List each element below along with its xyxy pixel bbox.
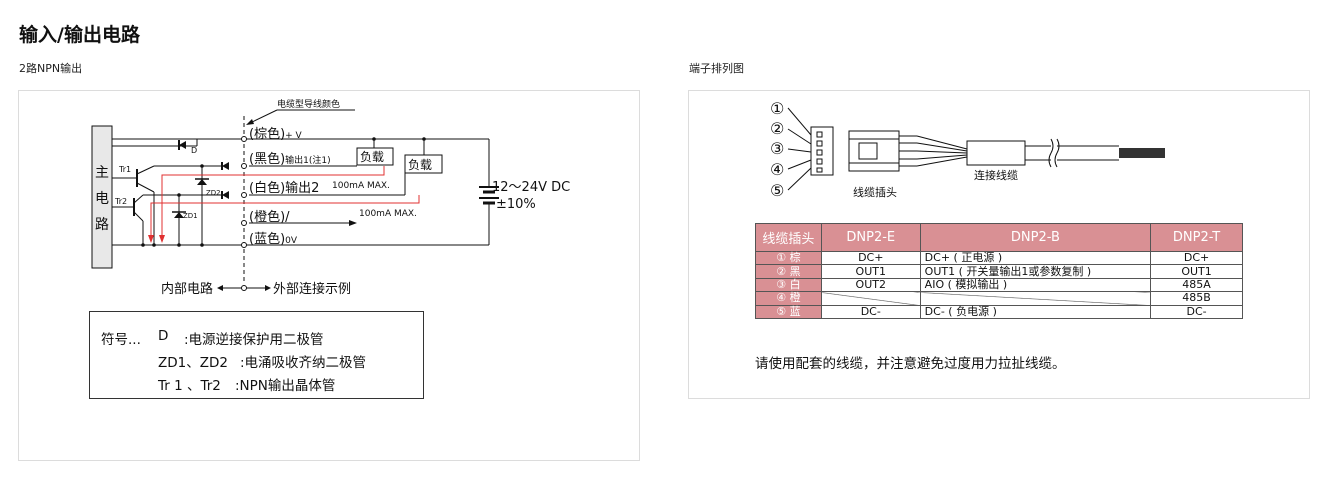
wire-label-black: (黑色)输出1(注1) [249,151,331,167]
zd1-label: ZD1 [183,212,198,220]
supply-tolerance-label: ±10% [496,197,536,212]
header-dnp2-b: DNP2-B [919,223,1152,252]
zener-zd2 [197,179,207,185]
table-cell: AIO ( 模拟输出 ) [919,277,1152,293]
terminal-white [241,192,247,198]
wire-label-blue: (蓝色)0V [249,231,298,247]
table-row: ① 棕 DC+ DC+ ( 正电源 ) DC+ [755,250,1243,266]
right-panel-label: 端子排列图 [689,62,744,75]
terminal-panel: ① ② ③ ④ ⑤ [688,90,1310,399]
table-row: ⑤ 蓝 DC- DC- ( 负电源 ) DC- [755,304,1243,319]
load-box-2 [404,154,443,174]
plug-label: 线缆插头 [853,185,897,199]
table-cell: ⑤ 蓝 [755,304,822,319]
current-path-1 [161,166,385,237]
current-label-2: 100mA MAX. [359,209,417,219]
main-circuit-char-2: 电 [95,191,109,207]
page-title: 输入/输出电路 [19,24,140,46]
legend-key-tr: Tr 1 、Tr2 [158,378,221,394]
terminal-orange [241,220,247,226]
zener-zd1 [174,212,184,218]
cable-label: 连接线缆 [974,168,1018,182]
external-connection-label: 外部连接示例 [273,281,351,297]
current-label-1: 100mA MAX. [332,181,390,191]
symbol-legend: 符号... D :电源逆接保护用二极管 ZD1、ZD2 :电涌吸收齐纳二极管 T… [89,311,424,399]
table-cell: DC- [820,304,921,319]
load-box-1 [356,147,394,166]
circuit-panel: 主 电 路 负载 负载 12～24V DC ±10% (棕色)+ [18,90,640,461]
pin-number-1: ① [770,99,784,118]
table-cell: ④ 橙 [755,291,822,306]
left-panel-label: 2路NPN输出 [19,62,83,75]
table-cell: ① 棕 [755,250,822,266]
table-row: ③ 白 OUT2 AIO ( 模拟输出 ) 485A [755,277,1243,293]
table-cell: OUT2 [820,277,921,293]
header-dnp2-t: DNP2-T [1150,223,1243,252]
terminal-black [241,163,247,169]
header-plug: 线缆插头 [755,223,822,252]
main-circuit-block [91,125,113,269]
legend-key-zd: ZD1、ZD2 [158,355,228,371]
table-cell: DC+ [820,250,921,266]
pin-number-5: ⑤ [770,181,784,200]
table-cell: 485A [1150,277,1243,293]
table-cell: ③ 白 [755,277,822,293]
diode-d-label: D [191,146,197,155]
legend-key-d: D [158,328,169,344]
circuit-diagram: 主 电 路 负载 负载 12～24V DC ±10% (棕色)+ [91,98,570,297]
table-cell: DC- ( 负电源 ) [919,304,1152,319]
table-cell: DC- [1150,304,1243,319]
table-cell: OUT1 [1150,264,1243,279]
cable-plug [848,130,900,172]
supply-voltage-label: 12～24V DC [492,180,570,195]
load-label-1: 负载 [360,150,384,164]
legend-desc-d: :电源逆接保护用二极管 [184,332,324,348]
main-circuit-char-3: 路 [95,217,109,233]
legend-desc-tr: :NPN输出晶体管 [235,378,336,394]
cable-usage-note: 请使用配套的线缆，并注意避免过度用力拉扯线缆。 [755,356,1066,372]
terminal-blue [241,242,247,248]
cable-sleeve [966,140,1026,166]
current-path-2 [150,195,420,237]
legend-prefix: 符号... [101,332,141,348]
table-header-row: 线缆插头 DNP2-E DNP2-B DNP2-T [755,223,1243,252]
pin-assignment-table: 线缆插头 DNP2-E DNP2-B DNP2-T ① 棕 DC+ DC+ ( … [755,223,1243,319]
connector-diagram: ① ② ③ ④ ⑤ [770,99,1165,200]
table-cell: 485B [1150,291,1243,306]
wire-label-orange: (橙色)/ [249,209,290,225]
wire-label-white: (白色)输出2 [249,180,319,196]
terminal-brown [241,136,247,142]
table-cell: DC+ [1150,250,1243,266]
tr1-label: Tr1 [118,165,131,174]
table-row: ② 黑 OUT1 OUT1 ( 开关量输出1或参数复制 ) OUT1 [755,264,1243,279]
table-cell: ② 黑 [755,264,822,279]
tr2-label: Tr2 [114,197,127,206]
zd2-label: ZD2 [206,189,221,197]
wire-label-brown: (棕色)+ V [249,126,303,142]
table-row: ④ 橙 485B [755,291,1243,306]
cable-end-wires [1119,148,1165,158]
connector-face [810,126,834,176]
table-cell: DC+ ( 正电源 ) [919,250,1152,266]
internal-circuit-label: 内部电路 [161,281,213,297]
load-label-2: 负载 [408,158,432,172]
diode-d [179,141,186,149]
table-cell-empty [919,291,1152,306]
header-dnp2-e: DNP2-E [820,223,921,252]
table-cell-empty [820,291,921,306]
pin-number-3: ③ [770,139,784,158]
pin-number-2: ② [770,119,784,138]
legend-desc-zd: :电涌吸收齐纳二极管 [240,355,367,371]
pin-number-4: ④ [770,160,784,179]
table-cell: OUT1 ( 开关量输出1或参数复制 ) [919,264,1152,279]
main-circuit-char-1: 主 [95,165,109,181]
cable-color-label: 电缆型导线颜色 [277,98,340,110]
table-cell: OUT1 [820,264,921,279]
